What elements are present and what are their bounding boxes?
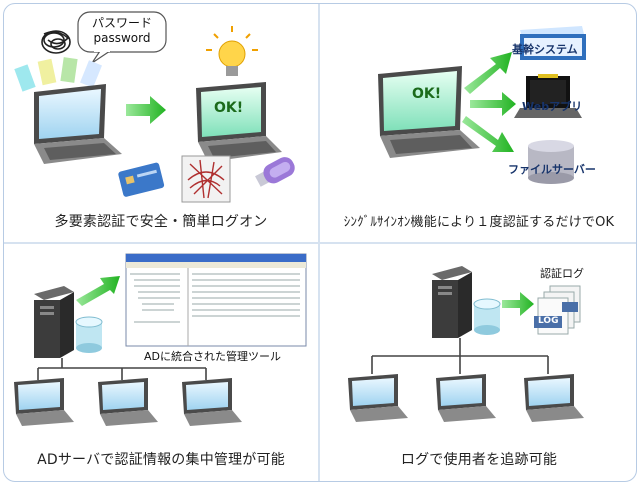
diagram-frame: パスワード password OK! 多要素認証で安全・簡単ログオン bbox=[3, 3, 637, 482]
log-illustration bbox=[348, 266, 584, 422]
fingerprint-icon bbox=[181, 155, 231, 203]
target-core-system: 基幹システム bbox=[512, 43, 578, 56]
network-lines-log bbox=[371, 338, 549, 374]
target-file-server: ファイルサーバー bbox=[508, 163, 596, 176]
caption-sso: ｼﾝｸﾞﾙｻｲﾝｵﾝ機能により１度認証するだけでOK bbox=[343, 215, 615, 230]
lightbulb-icon bbox=[206, 26, 258, 76]
password-bubble-text: パスワード password bbox=[82, 16, 162, 46]
client-laptop-1 bbox=[14, 378, 74, 426]
auth-log-label: 認証ログ bbox=[540, 267, 584, 280]
tool-label: ADに統合された管理ツール bbox=[144, 350, 281, 363]
vertical-divider bbox=[318, 4, 320, 481]
screen-ok-text: OK! bbox=[214, 100, 244, 116]
tracked-laptop-2 bbox=[436, 374, 496, 422]
sticky-notes-icon bbox=[14, 57, 102, 92]
fan-out-arrows-icon bbox=[462, 52, 516, 152]
core-system-icon bbox=[520, 26, 586, 60]
smart-card-icon bbox=[118, 162, 165, 197]
management-console-window bbox=[125, 253, 307, 347]
sso-screen-ok-text: OK! bbox=[412, 86, 442, 102]
client-laptop-2 bbox=[98, 378, 158, 426]
arrow-to-log-icon bbox=[502, 292, 534, 316]
panel-log-tracking: 認証ログ LOG ログで使用者を追跡可能 bbox=[320, 244, 636, 481]
arrow-right-icon bbox=[126, 96, 166, 124]
laptop-icon-ok bbox=[196, 82, 282, 162]
web-app-icon bbox=[514, 74, 582, 118]
arrow-to-tool-icon bbox=[76, 276, 120, 306]
target-web-app: Webアプリ bbox=[522, 100, 583, 113]
server-tower-icon-log bbox=[432, 266, 472, 338]
laptop-icon-sso bbox=[378, 66, 480, 158]
laptop-icon-left bbox=[34, 84, 122, 164]
database-cylinder-icon bbox=[75, 316, 103, 353]
multifactor-illustration bbox=[14, 11, 295, 203]
bubble-line-english: password bbox=[93, 31, 151, 45]
network-lines bbox=[37, 358, 207, 380]
bubble-line-japanese: パスワード bbox=[91, 16, 152, 30]
panel-single-sign-on: OK! 基幹システム Webアプリ ファイルサーバー ｼﾝｸﾞﾙｻｲﾝｵﾝ機能に… bbox=[320, 4, 636, 242]
ad-illustration bbox=[14, 253, 307, 426]
tracked-laptop-1 bbox=[348, 374, 408, 422]
panel-ad-server: ADに統合された管理ツール ADサーバで認証情報の集中管理が可能 bbox=[4, 244, 318, 481]
client-laptop-3 bbox=[182, 378, 242, 426]
log-file-text: LOG bbox=[538, 316, 559, 326]
database-cylinder-icon-log bbox=[473, 298, 501, 335]
caption-log-tracking: ログで使用者を追跡可能 bbox=[400, 452, 558, 468]
log-files-icon bbox=[534, 285, 581, 335]
caption-multifactor: 多要素認証で安全・簡単ログオン bbox=[54, 214, 268, 230]
sso-illustration bbox=[378, 26, 586, 184]
file-server-icon bbox=[528, 140, 574, 184]
horizontal-divider bbox=[4, 242, 636, 244]
usb-key-icon bbox=[255, 157, 295, 187]
panel-multifactor-auth: パスワード password OK! 多要素認証で安全・簡単ログオン bbox=[4, 4, 318, 242]
scribble-icon bbox=[41, 30, 71, 54]
server-tower-icon bbox=[34, 286, 74, 358]
tracked-laptop-3 bbox=[524, 374, 584, 422]
caption-ad-server: ADサーバで認証情報の集中管理が可能 bbox=[37, 452, 285, 468]
